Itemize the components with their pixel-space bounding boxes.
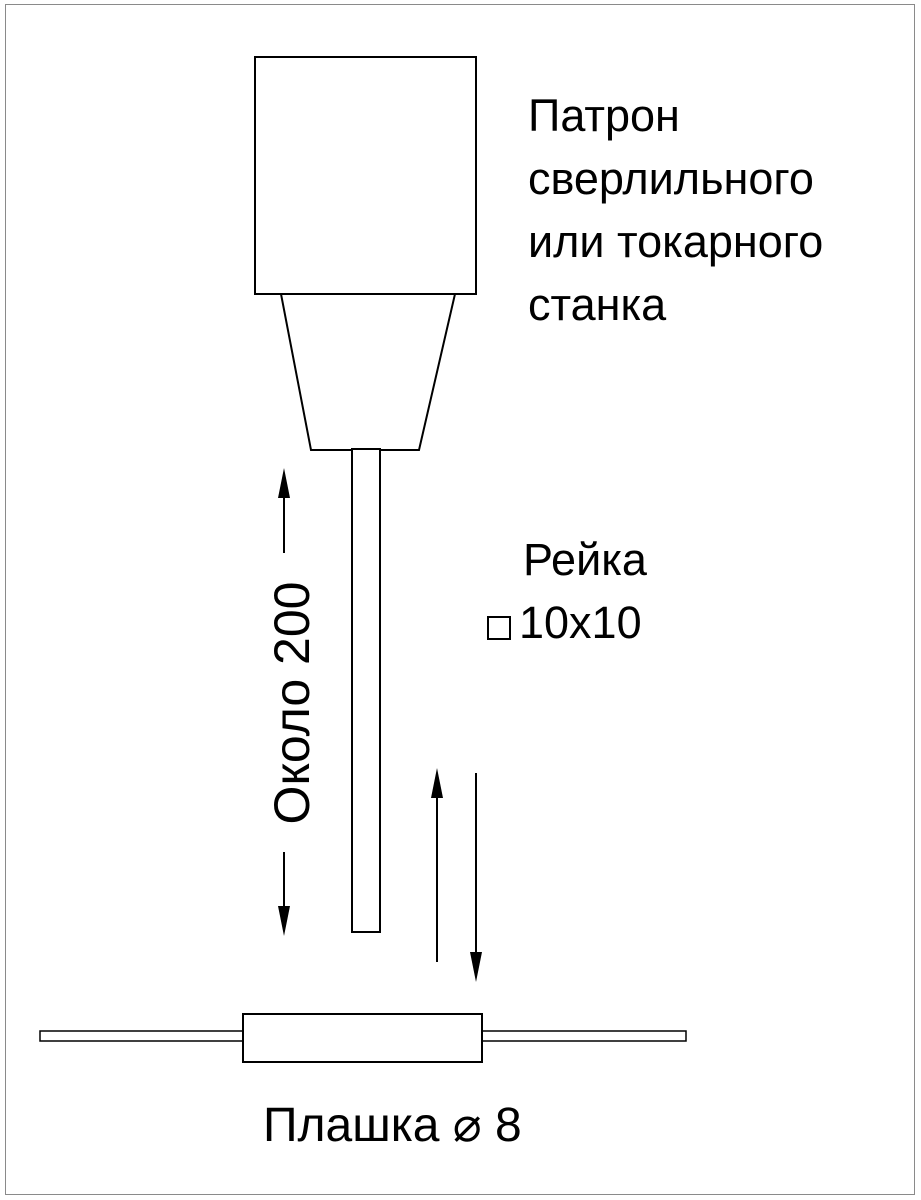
die-label: Плашка ⌀ 8 (263, 1099, 522, 1152)
motion-arrow-down-icon (470, 952, 482, 982)
rack-size-row: 10x10 (487, 598, 642, 648)
die-handle-right (480, 1030, 687, 1042)
motion-arrow-up-icon (431, 768, 443, 798)
rack-size-label: 10x10 (519, 597, 642, 648)
die-holder-body (242, 1013, 483, 1063)
chuck-label: Патрон сверлильного или токарного станка (528, 90, 824, 330)
square-section-icon (487, 616, 511, 640)
rack-rod (351, 448, 381, 933)
rack-label: Рейка (523, 534, 647, 585)
chuck-body (254, 56, 477, 295)
dimension-arrowhead-up-icon (278, 468, 290, 498)
die-handle-left (39, 1030, 245, 1042)
dimension-label: Около 200 (264, 581, 320, 825)
dimension-arrowhead-down-icon (278, 906, 290, 936)
chuck-taper (279, 293, 457, 451)
